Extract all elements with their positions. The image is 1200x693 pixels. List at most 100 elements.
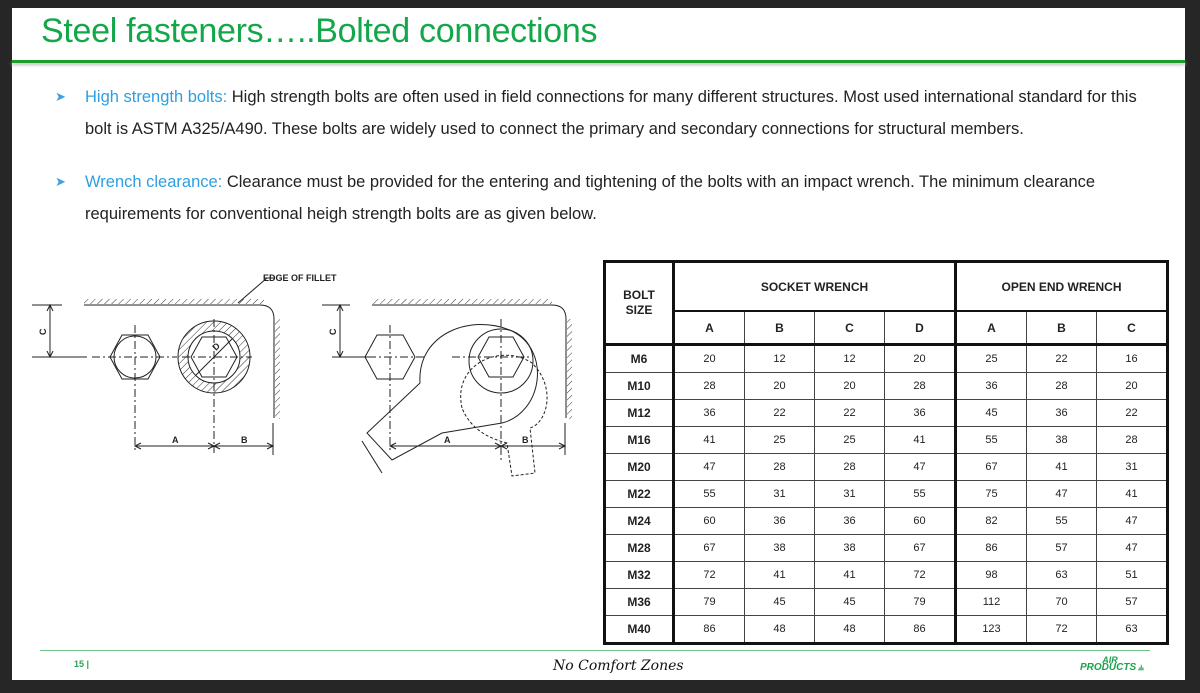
- svg-text:C: C: [38, 328, 48, 335]
- socket-cell: 86: [673, 615, 745, 644]
- socket-cell: 12: [744, 344, 815, 373]
- bolt-size-cell: M40: [604, 615, 675, 644]
- open-end-cell: 72: [1026, 615, 1097, 644]
- bullet-text: High strength bolts are often used in fi…: [85, 88, 1137, 138]
- header-socket-b: B: [744, 310, 815, 347]
- header-socket-d: D: [884, 310, 957, 347]
- footer-divider: [40, 650, 1150, 651]
- socket-cell: 12: [814, 344, 885, 373]
- socket-cell: 55: [673, 480, 745, 508]
- open-end-cell: 70: [1026, 588, 1097, 616]
- socket-cell: 38: [744, 534, 815, 562]
- bolt-size-cell: M24: [604, 507, 675, 535]
- socket-cell: 31: [814, 480, 885, 508]
- socket-cell: 38: [814, 534, 885, 562]
- socket-cell: 25: [814, 426, 885, 454]
- bolt-size-cell: M32: [604, 561, 675, 589]
- header-open-end-wrench: OPEN END WRENCH: [955, 261, 1168, 313]
- header-socket-wrench: SOCKET WRENCH: [673, 261, 957, 313]
- svg-text:C: C: [328, 328, 338, 335]
- page-number: 15 |: [74, 659, 90, 669]
- open-end-cell: 123: [955, 615, 1027, 644]
- wrench-clearance-diagram: EDGE OF FILLET A B C D A B C: [32, 273, 572, 477]
- open-end-cell: 57: [1026, 534, 1097, 562]
- header-socket-c: C: [814, 310, 885, 347]
- socket-cell: 72: [673, 561, 745, 589]
- socket-cell: 20: [884, 344, 957, 373]
- open-end-cell: 28: [1026, 372, 1097, 400]
- socket-cell: 45: [744, 588, 815, 616]
- bullet-high-strength-bolts: ➤ High strength bolts: High strength bol…: [55, 81, 1165, 145]
- header-socket-a: A: [673, 310, 745, 347]
- socket-cell: 20: [814, 372, 885, 400]
- logo-mark-icon: ⫨: [1138, 662, 1144, 673]
- socket-cell: 48: [814, 615, 885, 644]
- socket-cell: 47: [884, 453, 957, 481]
- open-end-cell: 36: [1026, 399, 1097, 427]
- socket-cell: 20: [673, 344, 745, 373]
- socket-cell: 86: [884, 615, 957, 644]
- open-end-cell: 20: [1096, 372, 1168, 400]
- open-end-cell: 47: [1026, 480, 1097, 508]
- open-end-cell: 57: [1096, 588, 1168, 616]
- bullet-lead: Wrench clearance:: [85, 173, 223, 191]
- socket-cell: 36: [673, 399, 745, 427]
- air-products-logo: AIR PRODUCTS⫨: [1080, 655, 1144, 673]
- bolt-size-cell: M22: [604, 480, 675, 508]
- open-end-cell: 67: [955, 453, 1027, 481]
- socket-cell: 20: [744, 372, 815, 400]
- header-open-b: B: [1026, 310, 1097, 347]
- bullet-lead: High strength bolts:: [85, 88, 228, 106]
- socket-cell: 41: [673, 426, 745, 454]
- socket-cell: 72: [884, 561, 957, 589]
- socket-cell: 79: [884, 588, 957, 616]
- slide-title: Steel fasteners…..Bolted connections: [41, 12, 598, 50]
- socket-cell: 22: [744, 399, 815, 427]
- socket-cell: 22: [814, 399, 885, 427]
- open-end-cell: 16: [1096, 344, 1168, 373]
- open-end-cell: 63: [1096, 615, 1168, 644]
- svg-text:A: A: [444, 435, 451, 445]
- socket-cell: 41: [814, 561, 885, 589]
- open-end-cell: 98: [955, 561, 1027, 589]
- bolt-size-cell: M10: [604, 372, 675, 400]
- socket-cell: 41: [744, 561, 815, 589]
- arrow-bullet-icon: ➤: [55, 89, 66, 104]
- socket-cell: 31: [744, 480, 815, 508]
- socket-cell: 47: [673, 453, 745, 481]
- socket-cell: 67: [673, 534, 745, 562]
- open-end-cell: 25: [955, 344, 1027, 373]
- socket-cell: 28: [884, 372, 957, 400]
- open-end-cell: 51: [1096, 561, 1168, 589]
- socket-cell: 60: [673, 507, 745, 535]
- socket-cell: 36: [814, 507, 885, 535]
- bolt-size-cell: M12: [604, 399, 675, 427]
- open-end-cell: 31: [1096, 453, 1168, 481]
- header-open-a: A: [955, 310, 1027, 347]
- bolt-size-cell: M6: [604, 344, 675, 373]
- socket-cell: 41: [884, 426, 957, 454]
- arrow-bullet-icon: ➤: [55, 174, 66, 189]
- socket-cell: 45: [814, 588, 885, 616]
- socket-cell: 48: [744, 615, 815, 644]
- open-end-cell: 28: [1096, 426, 1168, 454]
- socket-cell: 36: [884, 399, 957, 427]
- open-end-cell: 82: [955, 507, 1027, 535]
- header-open-c: C: [1096, 310, 1168, 347]
- open-end-cell: 47: [1096, 507, 1168, 535]
- bullet-wrench-clearance: ➤ Wrench clearance: Clearance must be pr…: [55, 166, 1165, 230]
- svg-text:B: B: [522, 435, 529, 445]
- open-end-cell: 47: [1096, 534, 1168, 562]
- slide: Steel fasteners…..Bolted connections ➤ H…: [12, 8, 1185, 680]
- open-end-cell: 55: [1026, 507, 1097, 535]
- open-end-cell: 45: [955, 399, 1027, 427]
